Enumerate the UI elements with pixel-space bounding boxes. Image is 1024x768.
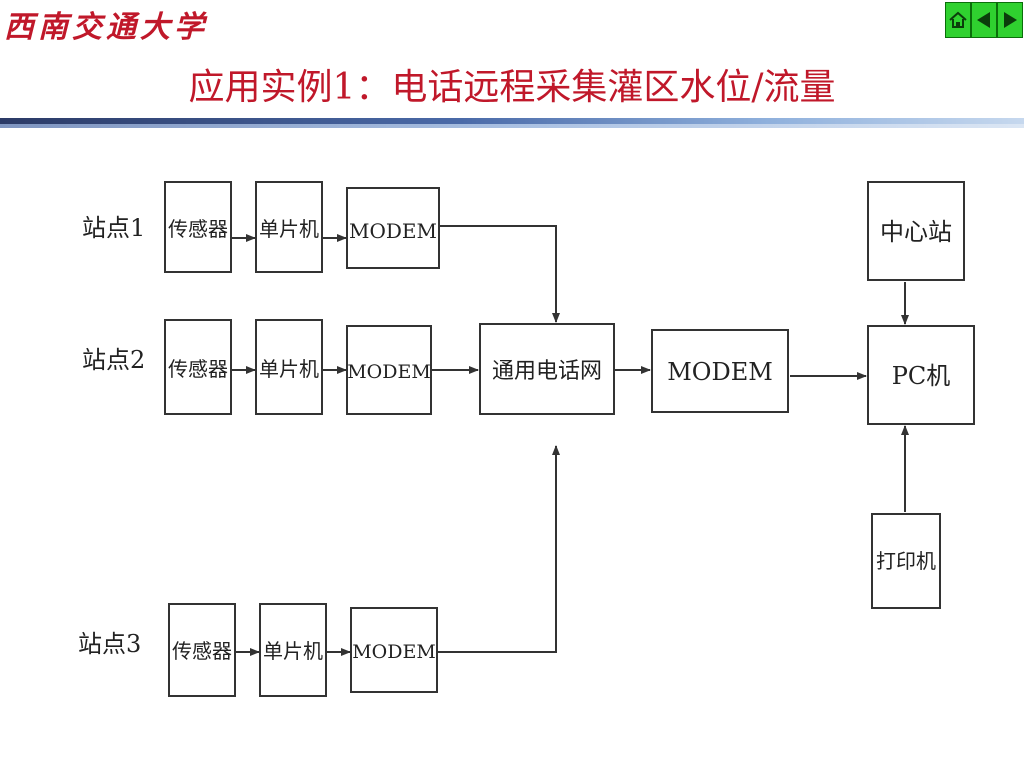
station-1-label: 站点1 xyxy=(82,214,145,242)
center-station-label: 中心站 xyxy=(880,218,952,246)
modem-label-3: MODEM xyxy=(352,641,436,663)
central-modem-label: MODEM xyxy=(667,358,773,386)
central-modem-box xyxy=(651,329,789,413)
mcu-label-1: 单片机 xyxy=(259,217,319,241)
sensor-box-3 xyxy=(168,603,236,697)
phone-network-box xyxy=(479,323,615,415)
title-divider-light xyxy=(0,124,1024,128)
mcu-label-2: 单片机 xyxy=(259,357,319,381)
modem-box-3 xyxy=(350,607,438,693)
sensor-label-3: 传感器 xyxy=(172,639,232,663)
modem-label-2: MODEM xyxy=(347,361,431,383)
printer-label: 打印机 xyxy=(876,549,936,573)
home-icon xyxy=(949,11,967,28)
pc-label: PC机 xyxy=(892,362,951,390)
pc-box xyxy=(867,325,975,425)
title-divider xyxy=(0,118,1024,124)
slide-title: 应用实例1：电话远程采集灌区水位/流量 xyxy=(188,67,836,108)
next-slide-button[interactable] xyxy=(997,2,1023,38)
modem-label-1: MODEM xyxy=(349,219,437,243)
printer-box xyxy=(871,513,941,609)
modem-box-1 xyxy=(346,187,440,269)
triangle-left-icon xyxy=(977,12,990,28)
mcu-label-3: 单片机 xyxy=(263,639,323,663)
previous-slide-button[interactable] xyxy=(971,2,997,38)
sensor-box-2 xyxy=(164,319,232,415)
center-station-box xyxy=(867,181,965,281)
mcu-box-3 xyxy=(259,603,327,697)
edge-modem3-network xyxy=(436,445,560,653)
modem-box-2 xyxy=(346,325,432,415)
sensor-label-2: 传感器 xyxy=(168,357,228,381)
phone-network-label: 通用电话网 xyxy=(492,359,602,384)
sensor-box-1 xyxy=(164,181,232,273)
edge-modem1-network xyxy=(440,225,560,323)
mcu-box-2 xyxy=(255,319,323,415)
home-button[interactable] xyxy=(945,2,971,38)
slide-navigation xyxy=(945,2,1023,38)
station-3-label: 站点3 xyxy=(78,630,141,658)
sensor-label-1: 传感器 xyxy=(168,217,228,241)
station-2-label: 站点2 xyxy=(82,346,145,374)
triangle-right-icon xyxy=(1004,12,1017,28)
university-logo: 西南交通大学 xyxy=(4,10,208,45)
mcu-box-1 xyxy=(255,181,323,273)
